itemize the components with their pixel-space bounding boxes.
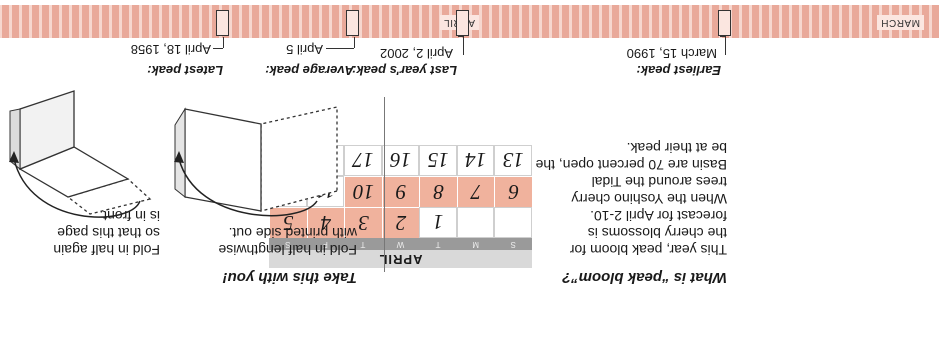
fold-again-diagram	[9, 90, 152, 218]
calendar-empty-cell	[456, 207, 495, 238]
take-with-you-heading: Take this with you!	[222, 269, 357, 286]
leader-last-year	[458, 36, 464, 55]
calendar-day: 2	[381, 207, 420, 238]
calendar-day: 6	[494, 176, 532, 207]
leader-earliest	[720, 36, 726, 55]
weekday-label: W	[396, 240, 405, 249]
calendar-day: 1	[419, 207, 457, 238]
fold-lengthwise-diagram	[174, 106, 338, 217]
fold2-edge	[9, 108, 21, 171]
peak-average-date: April 5	[286, 42, 323, 57]
peak-earliest-date: March 15, 1990	[626, 46, 717, 61]
section-divider	[384, 97, 385, 272]
leader-latest-horiz	[213, 48, 223, 49]
arrow-head-icon	[9, 151, 19, 163]
fold-step-1-text: Fold in half lengthwise with printed sid…	[218, 224, 357, 258]
fold-panel-edge	[174, 107, 186, 199]
explainer-line: the cherry blossoms is	[587, 225, 727, 241]
weekday-label: S	[510, 240, 516, 249]
timeline-marker-latest	[216, 10, 229, 36]
timeline-marker-last-year	[456, 10, 469, 36]
fold-panel-right	[184, 108, 262, 212]
calendar-day: 8	[419, 176, 457, 207]
calendar-day: 13	[494, 145, 532, 176]
fold-step-line: with printed side out.	[228, 225, 357, 241]
weekday-label: T	[435, 240, 441, 249]
peak-latest-title: Latest peak:	[147, 63, 223, 78]
explainer-line: forecast for April 2-10.	[590, 208, 727, 224]
leader-average-horiz	[326, 48, 354, 49]
fold2-arrow-curve	[13, 158, 141, 218]
timeline-marker-earliest	[718, 10, 731, 36]
explainer-line: This year, peak bloom for	[569, 242, 727, 258]
peak-bloom-heading: What is “peak bloom”?	[561, 269, 727, 286]
calendar-day: 14	[456, 145, 495, 176]
fold-step-line: Fold in half lengthwise	[218, 242, 357, 258]
leader-latest-vert	[213, 37, 224, 48]
fold-arrow-curve	[178, 158, 318, 217]
calendar-day: 7	[456, 176, 495, 207]
peak-last-year-title: Last year's peak:	[352, 63, 457, 78]
calendar-day: 15	[419, 145, 457, 176]
explainer-line: trees around the Tidal	[591, 174, 727, 190]
timeline-marker-average	[346, 10, 359, 36]
peak-latest-date: April 18, 1958	[130, 42, 211, 57]
peak-earliest-title: Earliest peak:	[636, 63, 721, 78]
fold2-top-flap	[66, 178, 152, 215]
fold-panel-left	[260, 106, 338, 212]
timeline-month-march: MARCH	[876, 15, 924, 30]
peak-bloom-paragraph-top: This year, peak bloom for the cherry blo…	[537, 173, 727, 258]
arrow-head-icon	[174, 151, 184, 163]
fold-step-line: so that this page	[57, 225, 160, 241]
peak-last-year-date: April 2, 2002	[380, 46, 453, 61]
calendar-empty-cell	[494, 207, 532, 238]
leader-average-vert	[326, 37, 355, 48]
calendar-day: 16	[381, 145, 420, 176]
peak-average-title: Average peak:	[265, 63, 354, 78]
calendar-day: 9	[381, 176, 420, 207]
weekday-label: M	[472, 240, 479, 249]
explainer-line: When the Yoshino cherry	[571, 191, 727, 207]
fold-step-line: Fold in half again	[53, 242, 160, 258]
